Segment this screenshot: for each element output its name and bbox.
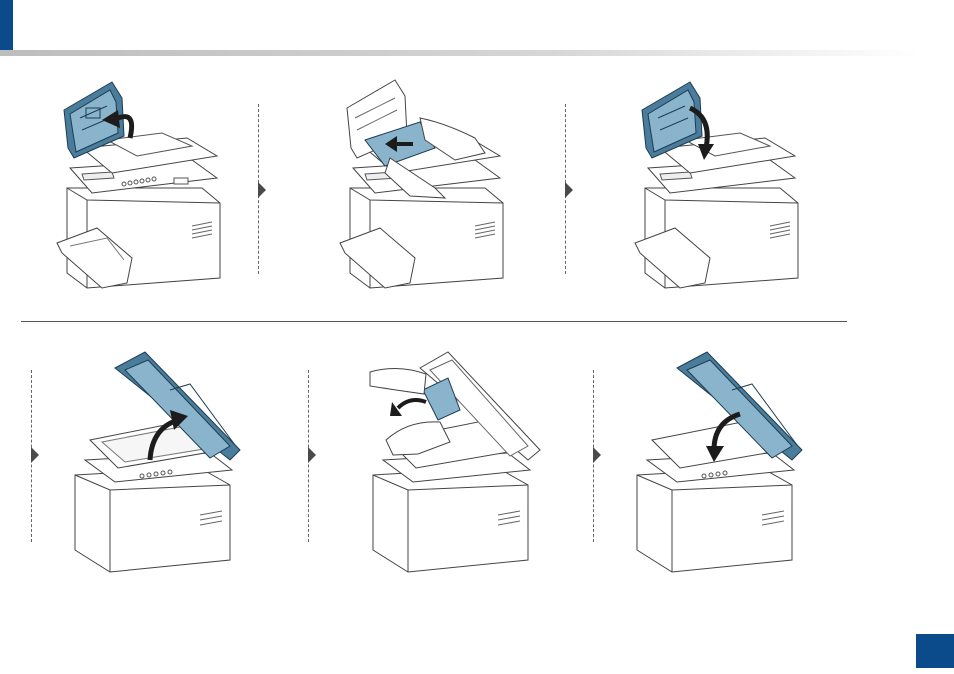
step-1-illustration (52, 78, 227, 292)
printer-close-scanner-lid-icon (632, 350, 812, 575)
printer-open-scanner-lid-icon (70, 350, 250, 575)
step-arrow-icon (31, 447, 39, 463)
step-3-illustration (630, 78, 805, 292)
step-6-illustration (632, 350, 812, 575)
step-arrow-icon (565, 182, 573, 198)
section-divider (21, 321, 847, 322)
header-accent-bar (0, 0, 13, 54)
step-2-illustration (335, 78, 510, 292)
printer-remove-adf-jam-icon (335, 78, 510, 292)
printer-close-adf-cover-icon (630, 78, 805, 292)
step-5-illustration (368, 350, 548, 575)
printer-open-adf-cover-icon (52, 78, 227, 292)
step-arrow-icon (308, 447, 316, 463)
header-rule (0, 50, 920, 56)
step-arrow-icon (593, 447, 601, 463)
step-4-illustration (70, 350, 250, 575)
step-arrow-icon (258, 182, 266, 198)
page-number-badge (916, 634, 954, 668)
printer-remove-glass-jam-icon (368, 350, 548, 575)
